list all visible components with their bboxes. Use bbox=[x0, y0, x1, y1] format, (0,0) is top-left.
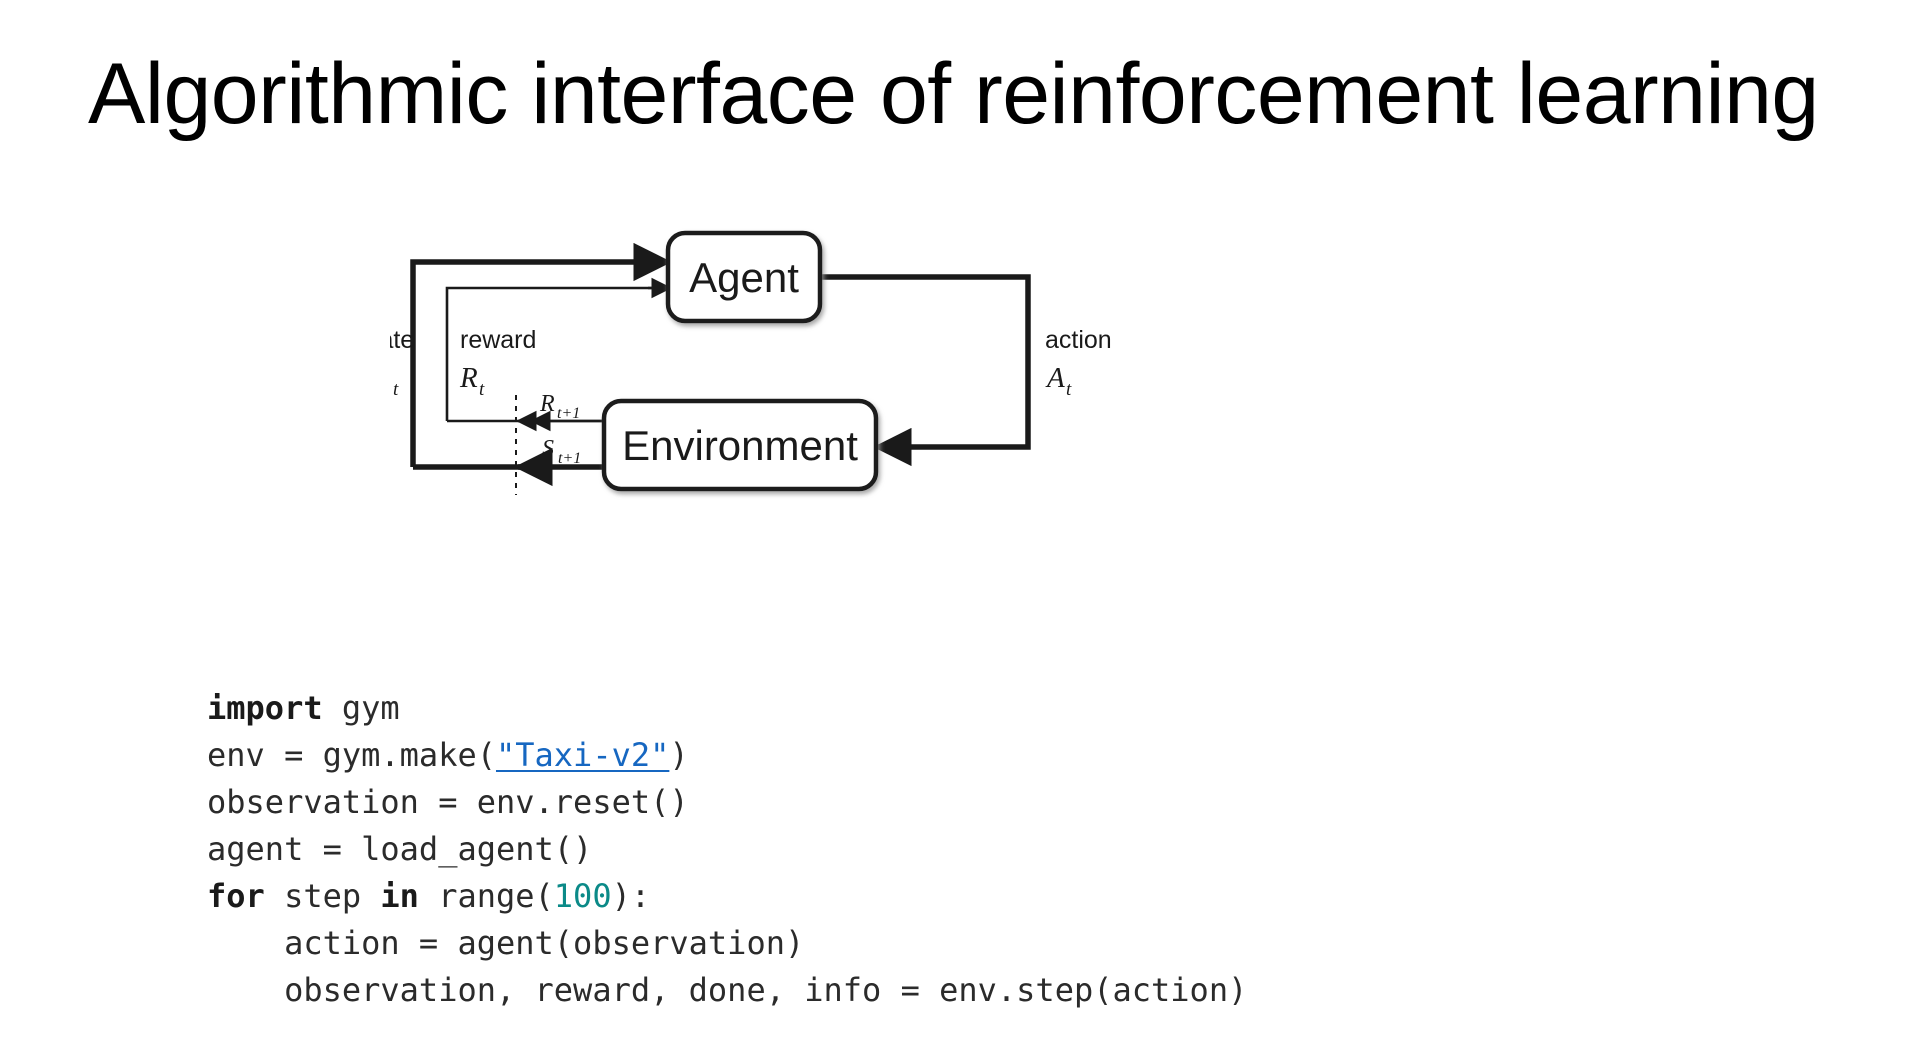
label-state-next: S t+1 bbox=[542, 436, 581, 467]
code-text: observation, reward, done, info = env.st… bbox=[207, 971, 1248, 1009]
code-line: env = gym.make("Taxi-v2") bbox=[207, 732, 1247, 779]
state-symbol-subscript: t bbox=[393, 379, 399, 400]
agent-box-label: Agent bbox=[689, 254, 799, 301]
code-line: for step in range(100): bbox=[207, 873, 1247, 920]
code-text: step bbox=[264, 877, 381, 915]
agent-box-shape bbox=[665, 230, 823, 324]
code-text: ): bbox=[611, 877, 651, 915]
code-line: observation = env.reset() bbox=[207, 779, 1247, 826]
label-action: action A t bbox=[1045, 326, 1112, 400]
code-line: agent = load_agent() bbox=[207, 826, 1247, 873]
edge-state bbox=[410, 242, 672, 467]
code-keyword: for bbox=[207, 877, 265, 915]
reward-symbol-subscript: t bbox=[479, 379, 485, 400]
code-line: import gym bbox=[207, 685, 1247, 732]
code-number: 100 bbox=[553, 877, 612, 915]
code-text: gym bbox=[322, 689, 400, 727]
code-text: agent = load_agent() bbox=[207, 830, 593, 868]
page-title: Algorithmic interface of reinforcement l… bbox=[88, 46, 1819, 142]
edge-action bbox=[820, 274, 1031, 467]
code-text: action = agent(observation) bbox=[207, 924, 805, 962]
reward-next-symbol-label: R bbox=[539, 391, 555, 417]
action-word-label: action bbox=[1045, 326, 1112, 354]
code-keyword: in bbox=[380, 877, 419, 915]
code-keyword: import bbox=[207, 689, 323, 727]
state-next-subscript: t+1 bbox=[558, 450, 581, 467]
action-symbol-subscript: t bbox=[1066, 379, 1072, 400]
environment-box-label: Environment bbox=[622, 422, 858, 469]
state-next-symbol-label: S bbox=[542, 436, 554, 462]
code-link-taxi-v2[interactable]: "Taxi-v2" bbox=[495, 736, 670, 774]
code-text: observation = env.reset() bbox=[207, 783, 689, 821]
label-reward: reward R t bbox=[459, 326, 536, 400]
code-line: action = agent(observation) bbox=[207, 920, 1247, 967]
reward-symbol-label: R bbox=[459, 362, 478, 394]
environment-box-shape bbox=[601, 398, 879, 492]
action-symbol-label: A bbox=[1045, 362, 1065, 394]
state-word-label: state bbox=[390, 326, 414, 354]
code-line: observation, reward, done, info = env.st… bbox=[207, 967, 1247, 1014]
state-symbol-label: S bbox=[390, 362, 391, 394]
agent-environment-diagram: Agent Environment state S t reward R t a… bbox=[390, 215, 1170, 515]
agent-environment-diagram-svg: Agent Environment state S t reward R t a… bbox=[390, 230, 1112, 495]
code-text: ) bbox=[669, 736, 689, 774]
reward-word-label: reward bbox=[460, 326, 536, 354]
node-environment: Environment bbox=[601, 398, 879, 492]
code-text: env = gym.make( bbox=[207, 736, 496, 774]
reward-next-subscript: t+1 bbox=[557, 405, 580, 422]
node-agent: Agent bbox=[665, 230, 823, 324]
label-reward-next: R t+1 bbox=[539, 391, 580, 422]
code-text: range( bbox=[418, 877, 554, 915]
